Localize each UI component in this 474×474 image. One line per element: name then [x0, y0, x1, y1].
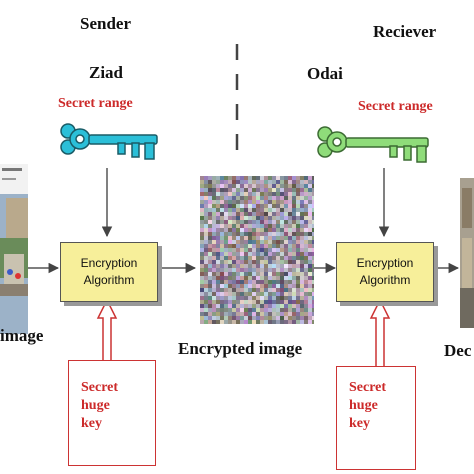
- algorithm-label-line1: Encryption: [356, 256, 414, 270]
- secret-key-line2: huge: [81, 398, 110, 413]
- sender-secret-range-label: Secret range: [58, 96, 133, 111]
- receiver-secret-key-arrow: [369, 298, 391, 366]
- original-image: [0, 164, 28, 334]
- secret-key-line3: key: [349, 416, 370, 431]
- sender-secret-key-arrow: [96, 298, 118, 360]
- receiver-secret-range-label: Secret range: [358, 99, 433, 114]
- secret-key-line1: Secret: [81, 380, 119, 395]
- algorithm-label-line1: Encryption: [80, 256, 138, 270]
- decrypted-image-label: Dec: [444, 341, 472, 360]
- secret-key-line3: key: [81, 416, 102, 431]
- original-image-label: image: [0, 326, 44, 345]
- sender-name: Ziad: [89, 63, 124, 82]
- key-icon: [317, 126, 429, 163]
- receiver-name: Odai: [307, 64, 343, 83]
- receiver-secret-huge-key-box: Secret huge key: [336, 366, 416, 470]
- receiver-heading: Reciever: [373, 22, 437, 41]
- sender-encryption-algorithm-box: Encryption Algorithm: [60, 242, 158, 302]
- secret-key-line2: huge: [349, 398, 378, 413]
- algorithm-label-line2: Algorithm: [83, 273, 135, 287]
- encrypted-image-label: Encrypted image: [178, 339, 303, 358]
- key-icon: [60, 123, 158, 160]
- algorithm-label-line2: Algorithm: [359, 273, 411, 287]
- decrypted-image: [460, 178, 474, 328]
- sender-secret-huge-key-box: Secret huge key: [68, 360, 156, 466]
- secret-key-line1: Secret: [349, 380, 387, 395]
- encrypted-image: [200, 176, 314, 324]
- sender-heading: Sender: [80, 14, 131, 33]
- receiver-encryption-algorithm-box: Encryption Algorithm: [336, 242, 434, 302]
